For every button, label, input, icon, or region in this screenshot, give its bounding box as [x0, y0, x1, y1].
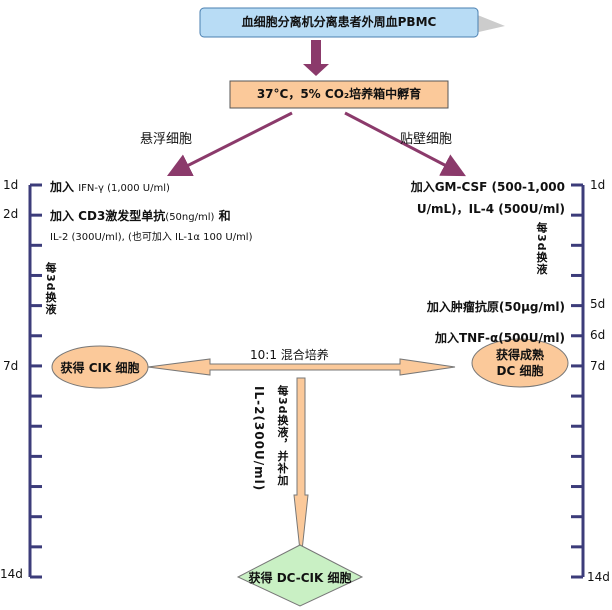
left-day-7: 7d — [3, 359, 19, 373]
down-arrow-center — [293, 377, 309, 561]
dc-node-line1: 获得成熟 — [495, 348, 544, 362]
incubate-box-shape — [229, 80, 449, 109]
final-node-shape — [236, 544, 364, 607]
left-timeline — [28, 183, 42, 579]
left-day-1: 1d — [3, 178, 19, 192]
top-box-shape — [199, 7, 479, 38]
arrow-right-branch — [344, 111, 466, 177]
right-day-6: 6d — [590, 328, 606, 342]
right-day-7: 7d — [590, 359, 606, 373]
dc-node-shape — [471, 338, 569, 388]
right-day-5: 5d — [590, 297, 606, 311]
step-detail: (50ng/ml) — [165, 212, 215, 223]
dc-node: 获得成熟 DC 细胞 — [472, 340, 568, 386]
down-arrow-shaft — [311, 40, 321, 64]
right-day-1: 1d — [590, 178, 606, 192]
left-day-2: 2d — [3, 207, 19, 221]
right-step-1: 加入GM-CSF (500-1,000 — [410, 180, 565, 194]
right-step-5d: 加入肿瘤抗原(50μg/ml) — [426, 300, 565, 314]
box-shadow — [470, 12, 505, 34]
top-box-label: 血细胞分离机分离患者外周血PBMC — [241, 15, 437, 29]
right-step-6d: 加入TNF-α(500U/ml) — [434, 331, 565, 345]
down-arrow-head — [303, 64, 329, 76]
cik-node-shape — [51, 345, 149, 389]
left-step-2: 加入 CD3激发型单抗(50ng/ml) 和 — [50, 207, 231, 224]
left-step-1: 加入 IFN-γ (1,000 U/ml) — [50, 178, 170, 195]
center-change-note: 每3d换液，并补加 — [276, 385, 289, 487]
right-day-14: 14d — [587, 570, 610, 584]
dc-node-line2: DC 细胞 — [496, 364, 544, 378]
step-main: 加入 CD3激发型单抗 — [50, 209, 166, 223]
step-tail: 和 — [214, 209, 231, 223]
step-main: 加入 — [50, 180, 79, 194]
branch-left-label: 悬浮细胞 — [140, 132, 193, 147]
right-step-1b: U/mL)，IL-4 (500U/ml) — [416, 202, 565, 216]
right-change-note: 每3d换液 — [535, 222, 548, 276]
mix-label: 10:1 混合培养 — [250, 348, 329, 362]
final-node: 获得 DC-CIK 细胞 — [248, 570, 352, 585]
branch-right-label: 贴壁细胞 — [400, 132, 453, 147]
incubate-box-label: 37°C，5% CO₂培养箱中孵育 — [256, 87, 422, 101]
center-il2-note: IL-2(300U/ml) — [252, 386, 266, 492]
right-timeline — [571, 183, 585, 579]
step-detail: IFN-γ (1,000 U/ml) — [78, 183, 170, 194]
mix-double-arrow — [147, 358, 456, 376]
left-step-3: IL-2 (300U/ml), (也可加入 IL-1α 100 U/ml) — [50, 232, 253, 243]
left-change-note: 每3d换液 — [44, 262, 57, 316]
left-day-14: 14d — [0, 567, 23, 581]
cik-node: 获得 CIK 细胞 — [60, 360, 140, 375]
arrow-left-branch — [166, 111, 293, 177]
